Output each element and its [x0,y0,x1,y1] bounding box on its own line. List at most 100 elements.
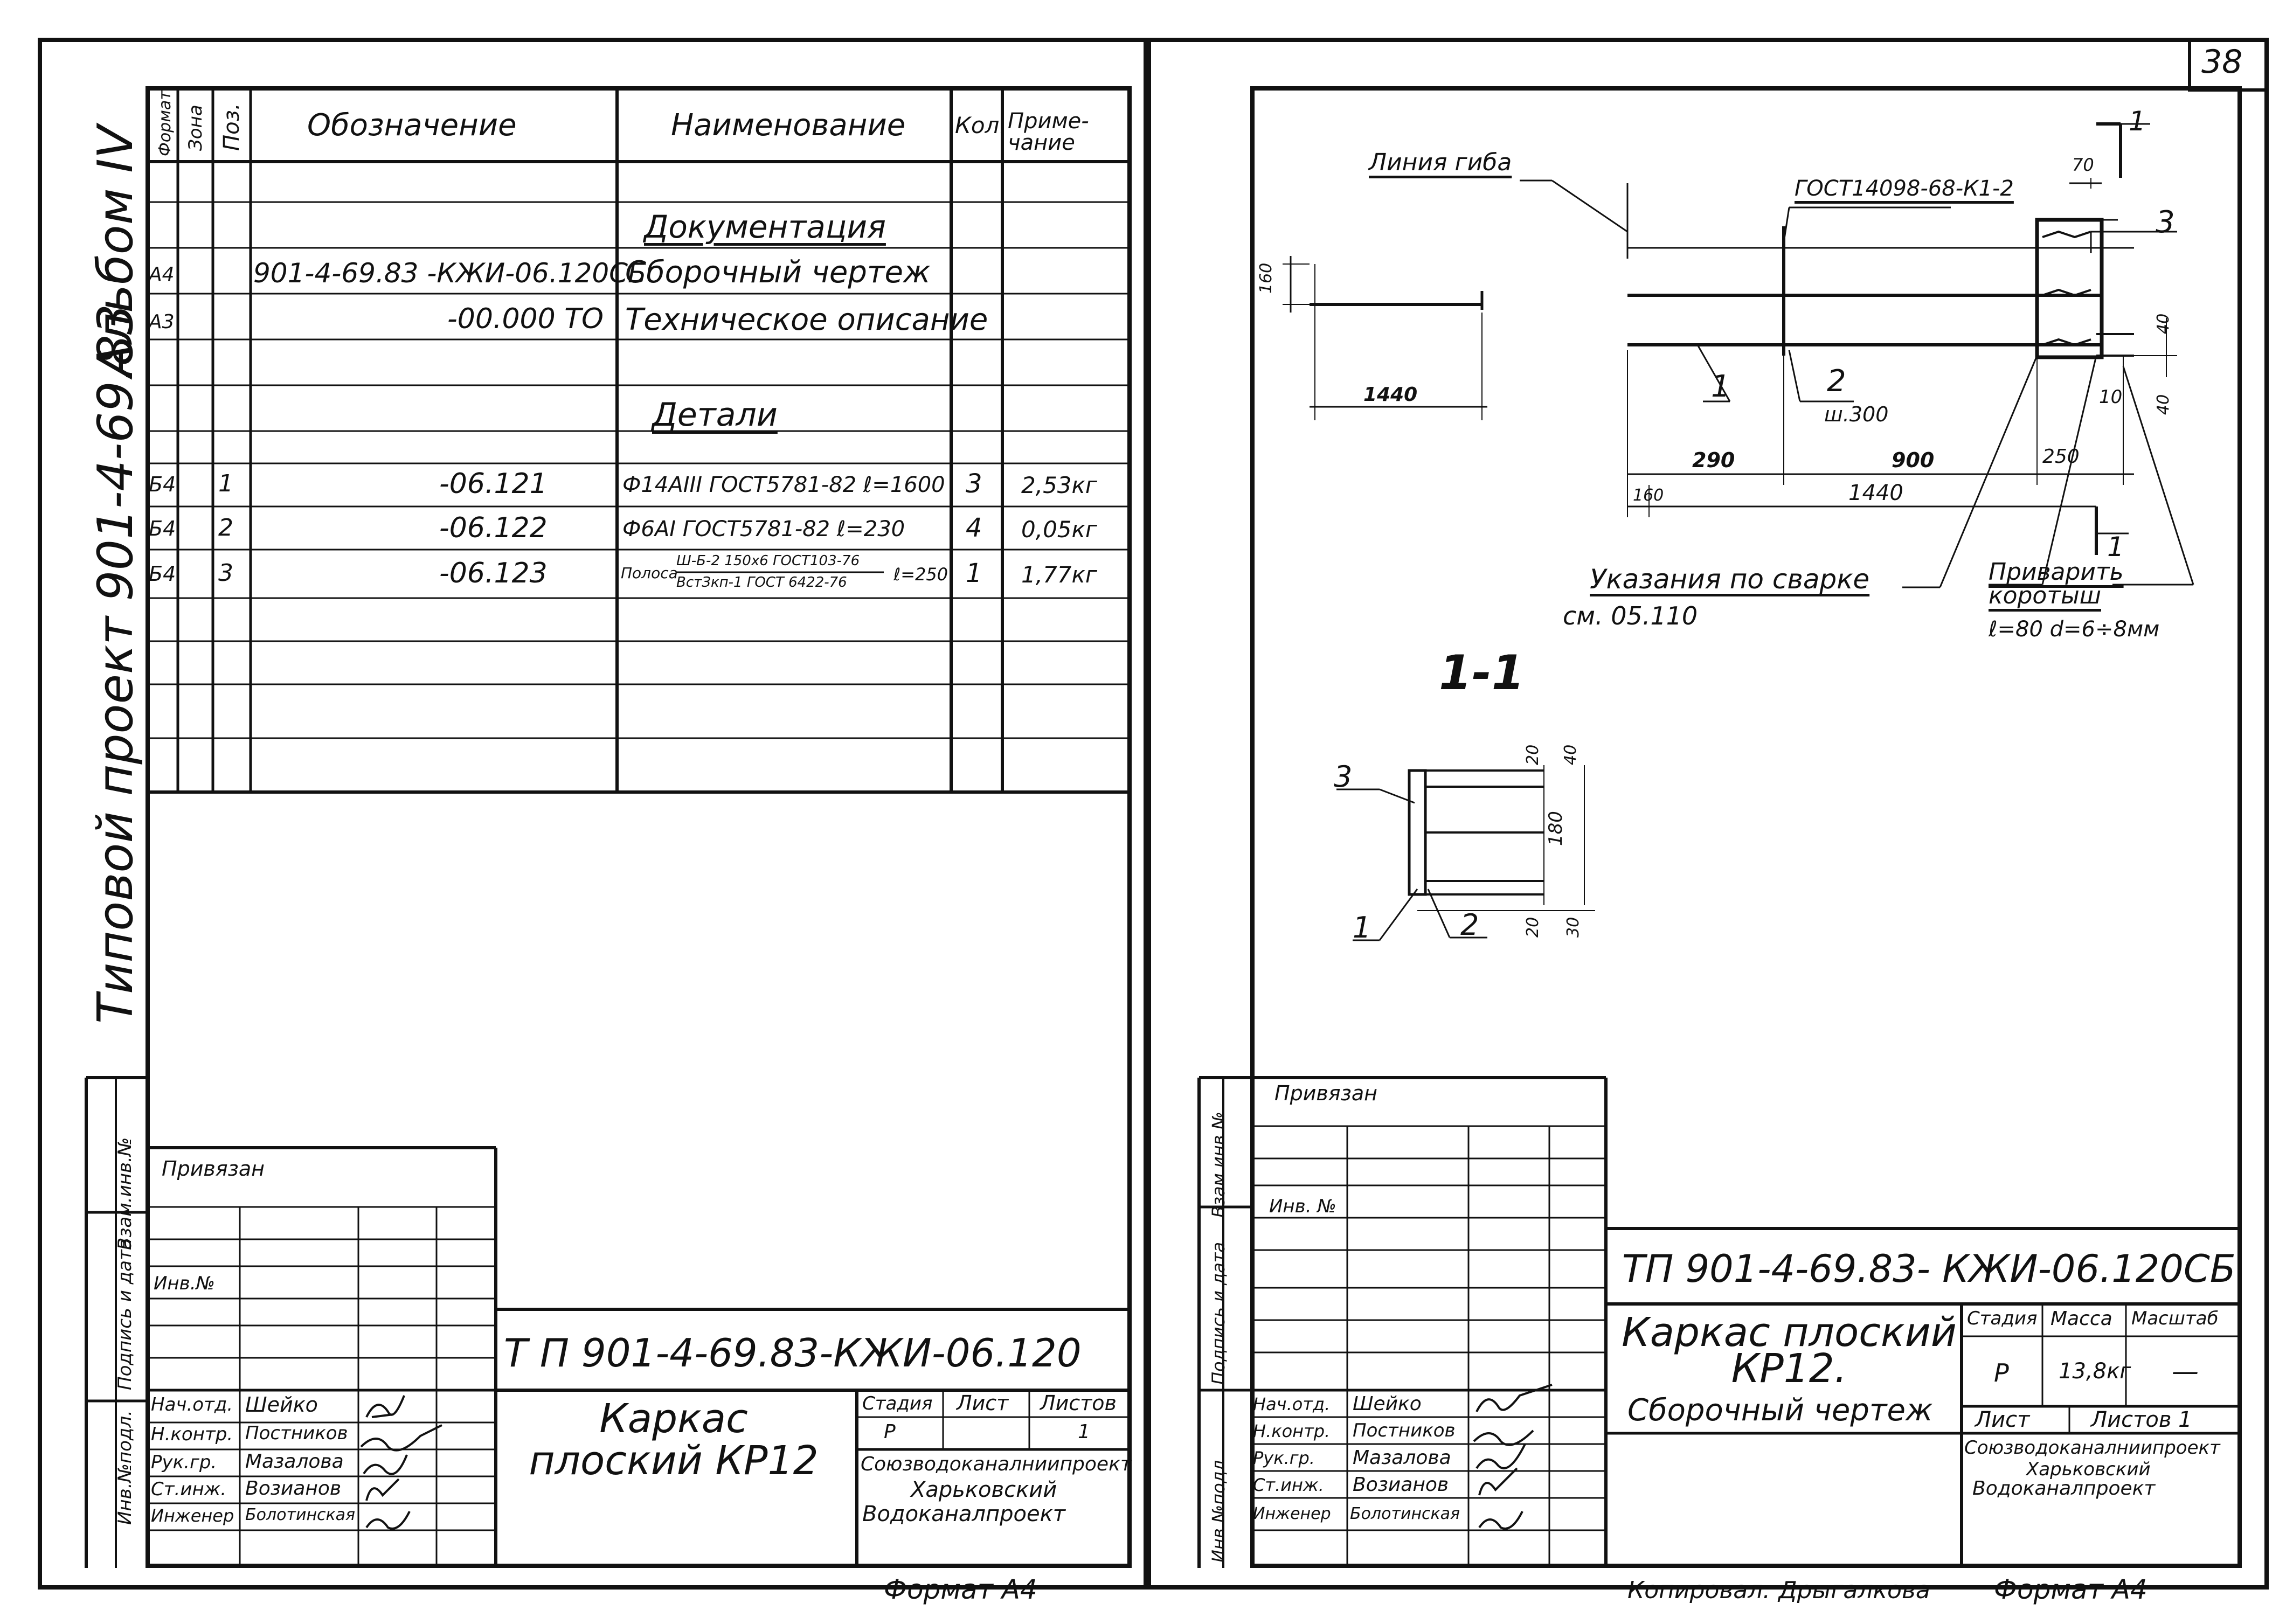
detail-row-format: Б4 [149,562,176,586]
staff-name: Постников [1353,1420,1456,1441]
section-documentation: Документация [644,209,886,245]
staff-role: Н.контр. [1253,1421,1331,1441]
doc-row-designation: -00.000 ТО [447,303,604,335]
staff-name: Болотинская [1350,1504,1460,1523]
staff-role: Рук.гр. [1253,1448,1315,1468]
left-outer-frame [38,38,1148,1590]
bend-line-label: Линия гиба [1369,149,1512,176]
staff-role: Инженер [1253,1504,1331,1523]
detail-row-designation: -06.123 [439,557,548,589]
dim-1440-a: 1440 [1363,384,1418,406]
section-pos3: 3 [1334,760,1353,794]
weld-stub-size: ℓ=80 d=6÷8мм [1989,617,2160,642]
detail-row-pos: 1 [218,470,233,497]
detail-row-qty: 4 [966,513,982,543]
copied-by: Копировал: Дрыгалкова [1627,1577,1930,1604]
right-inv-no: Инв. № [1269,1196,1336,1217]
dim-290: 290 [1692,448,1735,472]
left-title-name-text: Каркас плоский КР12 [529,1396,819,1484]
dim-160-b: 160 [1633,486,1664,505]
staff-name: Мазалова [245,1451,344,1473]
staff-role: Нач.отд. [151,1394,233,1415]
left-org-2: Харьковский [911,1477,1057,1502]
left-title-name: Каркас плоский КР12 [507,1398,841,1482]
section-title: 1-1 [1439,645,1525,700]
right-org-3: Водоканалпроект [1972,1477,2156,1500]
right-title-name: Каркас плоский КР12. [1622,1309,1957,1392]
section-mark-bottom: 1 [2107,531,2124,563]
weld-stub: Приварить коротыш [1989,558,2124,609]
detail-row-name: Ф6АI ГОСТ5781-82 ℓ=230 [622,517,905,542]
right-privyazan: Привязан [1274,1081,1377,1105]
detail-row-format: Б4 [149,517,176,540]
hdr-qty: Кол. [955,112,1007,138]
right-sheets-lbl: Листов 1 [2091,1407,2192,1432]
left-title-code: Т П 901-4-69.83-КЖИ-06.120 [504,1330,1082,1376]
detail-row-qty: 3 [966,469,982,499]
right-stage-hdr: Стадия [1967,1308,2038,1329]
detail-row-pos: 2 [218,514,233,542]
left-inner-frame [146,86,1132,1568]
detail-row-designation: -06.121 [439,468,548,500]
right-title-code: ТП 901-4-69.83- КЖИ-06.120СБ [1622,1247,2236,1291]
staff-role: Инженер [151,1505,234,1526]
inv-no-label: Инв.№ [154,1273,215,1294]
doc-row-name: Сборочный чертеж [625,255,931,290]
doc-row-name: Техническое описание [625,302,988,337]
detail-row-designation: -06.122 [439,512,548,544]
left-format-label: Формат А4 [884,1574,1037,1605]
step-label: ш.300 [1824,402,1889,426]
privyazan-label: Привязан [162,1157,265,1181]
right-mass-hdr: Масса [2050,1308,2112,1330]
right-scale-hdr: Масштаб [2131,1308,2219,1329]
page-number: 38 [2201,43,2243,81]
pos3-label: 3 [2156,205,2175,240]
detail-row-name-top: Ш-Б-2 150х6 ГОСТ103-76 [676,553,860,569]
left-sheet-hdr: Лист [957,1391,1009,1415]
detail-row-note: 0,05кг [1021,516,1097,543]
detail-row-qty: 1 [966,558,982,588]
detail-row-name-bottom: ВстЗкп-1 ГОСТ 6422-76 [676,574,847,591]
left-org-1: Союзводоканалниипроект [861,1453,1132,1475]
section-pos1: 1 [1353,911,1371,945]
staff-name: Постников [245,1422,348,1444]
dim-900: 900 [1892,448,1935,472]
right-org-2: Харьковский [2026,1459,2151,1480]
left-org-3: Водоканалпроект [862,1502,1066,1526]
pos2-label: 2 [1827,364,1846,399]
left-sheets-hdr: Листов [1040,1391,1117,1415]
left-stage-hdr: Стадия [862,1393,933,1414]
section-details: Детали [652,396,778,434]
dim-250: 250 [2042,446,2080,468]
detail-row-format: Б4 [149,473,176,496]
right-format-label: Формат А4 [1994,1574,2147,1605]
hdr-note: Приме-чание [1008,109,1089,155]
right-mass: 13,8кг [2059,1359,2131,1384]
staff-role: Н.контр. [151,1424,233,1445]
right-inner-frame [1250,86,2242,1568]
gost-label: ГОСТ14098-68-К1-2 [1795,176,2014,201]
detail-row-pos: 3 [218,559,233,587]
section-mark-top: 1 [2129,106,2146,137]
right-outer-frame [1148,38,2269,1590]
right-stage: Р [1994,1358,2009,1387]
staff-name: Шейко [1353,1393,1422,1415]
left-stage: Р [884,1421,896,1443]
staff-name: Мазалова [1353,1447,1451,1469]
detail-row-note: 2,53кг [1021,472,1097,498]
staff-role: Рук.гр. [151,1452,217,1473]
detail-row-name: Ф14АIII ГОСТ5781-82 ℓ=1600 [622,473,945,497]
right-org-1: Союзводоканалниипроект [1964,1437,2220,1459]
dim-10: 10 [2099,386,2123,408]
detail-row-note: 1,77кг [1021,561,1097,588]
dim-1440-b: 1440 [1848,481,1903,505]
left-sheets: 1 [1078,1421,1090,1443]
weld-ref: см. 05.110 [1563,601,1698,630]
staff-name: Шейко [245,1393,318,1417]
hdr-name: Наименование [671,108,906,143]
doc-row-format: А3 [149,311,175,333]
